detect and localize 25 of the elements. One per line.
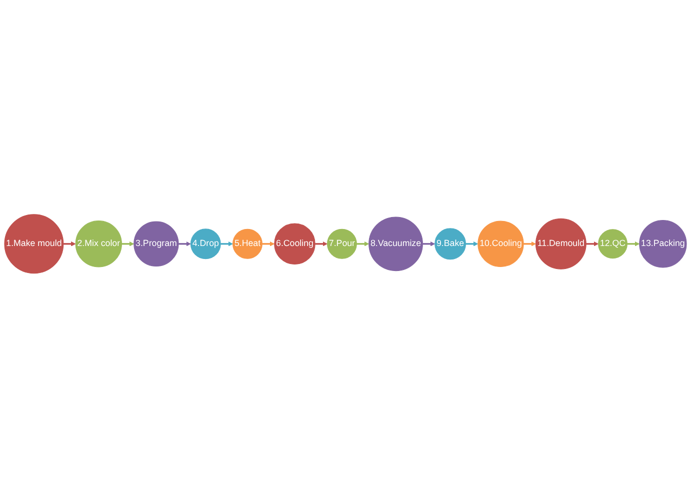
arrow bbox=[122, 241, 134, 246]
arrow bbox=[627, 241, 640, 246]
arrow bbox=[262, 241, 275, 246]
node-circle: 2.Mix color bbox=[75, 220, 122, 267]
node-circle: 7.Pour bbox=[326, 228, 357, 258]
arrow bbox=[422, 241, 436, 246]
node-circle: 9.Bake bbox=[434, 228, 466, 260]
arrow bbox=[220, 241, 233, 246]
arrow bbox=[178, 241, 191, 246]
node-circle: 5.Heat bbox=[232, 228, 262, 258]
node-circle: 4.Drop bbox=[190, 228, 221, 259]
node-circle: 12.QC bbox=[598, 228, 628, 258]
node-circle: 3.Program bbox=[134, 220, 179, 266]
node-circle: 13.Packing bbox=[639, 220, 687, 268]
arrow bbox=[586, 241, 599, 246]
node-circle: 6.Cooling bbox=[274, 222, 316, 264]
arrow bbox=[315, 241, 328, 246]
node-circle: 10.Cooling bbox=[478, 220, 524, 267]
arrow bbox=[466, 241, 478, 246]
node-circle: 8.Vacuumize bbox=[368, 216, 423, 271]
node-circle: 11.Demould bbox=[535, 218, 586, 269]
node-circle: 1.Make mould bbox=[4, 214, 64, 274]
arrow bbox=[356, 241, 370, 246]
arrow bbox=[63, 241, 76, 246]
arrow bbox=[524, 241, 536, 246]
